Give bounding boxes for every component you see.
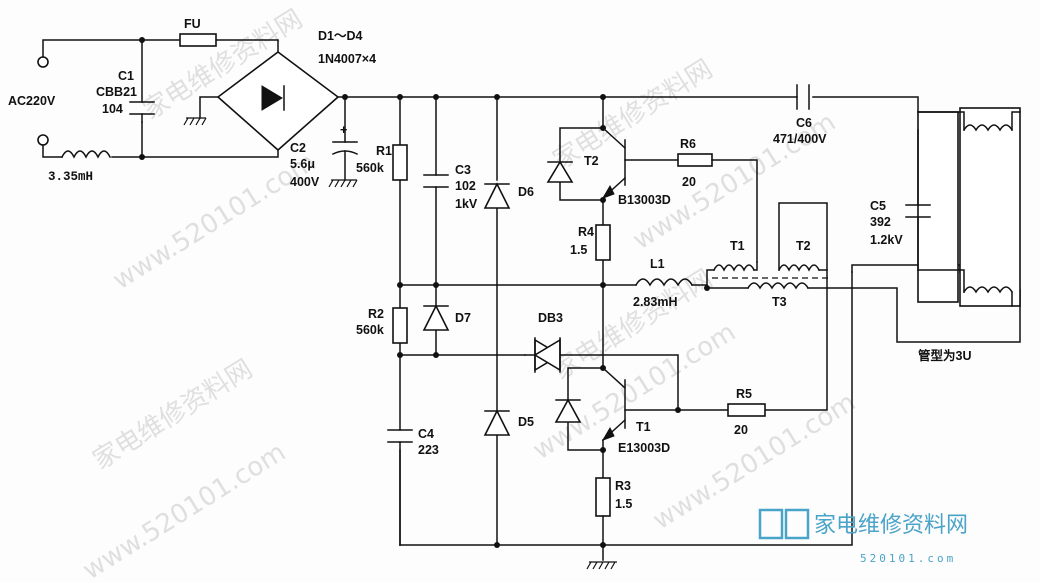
tube-left: [917, 111, 959, 303]
logo-text: 家电维修资料网: [814, 513, 968, 538]
resistor-r2: [392, 307, 408, 344]
label-inductor: 3.35mH: [48, 170, 93, 184]
ground-symbol: [586, 561, 617, 570]
input-section: AC220V FU C1 CBB21 104 3.35mH: [8, 17, 279, 184]
label-l1: L1: [650, 257, 665, 271]
label-c4-value: 223: [418, 443, 439, 457]
lamp-tube: C5 392 1.2kV 管型为3U: [870, 107, 1021, 363]
label-t1: T1: [636, 420, 651, 434]
label-d7: D7: [455, 311, 471, 325]
diode-d6: [483, 182, 511, 209]
label-c6-value: 471/400V: [773, 132, 827, 146]
label-c5-value: 392: [870, 215, 891, 229]
resistor-r4: R4 1.5: [570, 199, 611, 286]
label-d1-d4-part: 1N4007×4: [318, 52, 376, 66]
label-d5: D5: [518, 415, 534, 429]
label-ac220v: AC220V: [8, 94, 56, 108]
filament-top: [962, 124, 1014, 132]
diode-d5: [483, 409, 511, 436]
capacitor-c2: + C2 5.6μ 400V: [290, 94, 359, 189]
label-fu: FU: [184, 17, 201, 31]
winding-t2: [777, 264, 821, 272]
winding-t3: [746, 282, 810, 290]
tube-right: [959, 107, 1021, 307]
label-r6-value: 20: [682, 175, 696, 189]
site-logo: 家电维修资料网 520101.com: [758, 508, 968, 565]
label-c1-type: CBB21: [96, 85, 137, 99]
resistor-r3: [595, 477, 611, 517]
label-c6: C6: [796, 116, 812, 130]
startup-network: R1 560k C3 102 1kV R2 560k D7 C4 223: [356, 96, 604, 546]
label-c3: C3: [455, 163, 471, 177]
ground-return-bus: [399, 271, 853, 546]
logo-url: 520101.com: [860, 552, 956, 565]
label-d1-d4: D1～D4: [318, 29, 363, 43]
plus-sign: +: [340, 123, 347, 137]
label-r1: R1: [376, 144, 392, 158]
bus-to-tube: [812, 96, 919, 113]
label-c2: C2: [290, 141, 306, 155]
label-c5-voltage: 1.2kV: [870, 233, 903, 247]
label-r6: R6: [680, 137, 696, 151]
freewheel-diodes: D6 D5: [483, 96, 534, 546]
inductor-input: [60, 150, 112, 159]
lower-half-bridge: DB3 T1 E13003D R5 20 R3 1.5: [524, 284, 766, 570]
label-l1-value: 2.83mH: [633, 295, 677, 309]
label-r3: R3: [615, 479, 631, 493]
ground-symbol: [328, 179, 358, 188]
bridge-diode-symbol: [261, 85, 283, 111]
fuse-fu: [179, 33, 217, 47]
resistor-r1: [392, 144, 408, 181]
label-tr-t2: T2: [796, 239, 811, 253]
label-tube-type: 管型为3U: [918, 348, 971, 363]
label-c5: C5: [870, 199, 886, 213]
label-r5: R5: [736, 387, 752, 401]
label-c1: C1: [118, 69, 134, 83]
label-c3-value: 102: [455, 179, 476, 193]
label-tr-t3: T3: [772, 295, 787, 309]
resistor-r5: [727, 403, 766, 417]
label-r2: R2: [368, 307, 384, 321]
label-r4: R4: [578, 225, 594, 239]
label-c1-value: 104: [102, 102, 123, 116]
label-t2-part: B13003D: [618, 193, 671, 207]
ground-symbol: [183, 117, 207, 126]
ac-terminal-bottom: [37, 134, 49, 146]
label-r5-value: 20: [734, 423, 748, 437]
logo-mark: [758, 508, 784, 540]
label-c3-voltage: 1kV: [455, 197, 478, 211]
diode-d7: [422, 304, 450, 331]
label-r2-value: 560k: [356, 323, 384, 337]
label-r1-value: 560k: [356, 161, 384, 175]
label-t2: T2: [584, 154, 599, 168]
label-t1-part: E13003D: [618, 441, 670, 455]
inductor-l1: L1 2.83mH: [602, 257, 710, 309]
label-db3: DB3: [538, 311, 563, 325]
resistor-r6: R6 20: [677, 137, 758, 263]
label-d6: D6: [518, 185, 534, 199]
diode-t2-antiparallel: [546, 160, 574, 183]
diode-t1-antiparallel: [554, 398, 582, 423]
transistor-t2: T2 B13003D: [546, 96, 679, 207]
watermark-text: 家电维修资料网: [88, 354, 258, 476]
capacitor-c6: C6 471/400V: [773, 84, 827, 146]
label-c2-voltage: 400V: [290, 175, 320, 189]
filament-bottom: [962, 286, 1014, 294]
winding-t1: [712, 264, 756, 272]
label-c4: C4: [418, 427, 434, 441]
label-tr-t1: T1: [730, 239, 745, 253]
bridge-diamond: [216, 51, 340, 152]
ac-terminal-top: [37, 56, 49, 68]
watermark-layer: 家电维修资料网 www.520101.com 家电维修资料网 www.52010…: [78, 4, 861, 583]
label-r4-value: 1.5: [570, 243, 587, 257]
label-r3-value: 1.5: [615, 497, 632, 511]
label-c2-value: 5.6μ: [290, 157, 315, 171]
bridge-rectifier: D1～D4 1N4007×4: [183, 29, 376, 152]
drive-transformer: T1 T2 T3: [706, 202, 1021, 411]
